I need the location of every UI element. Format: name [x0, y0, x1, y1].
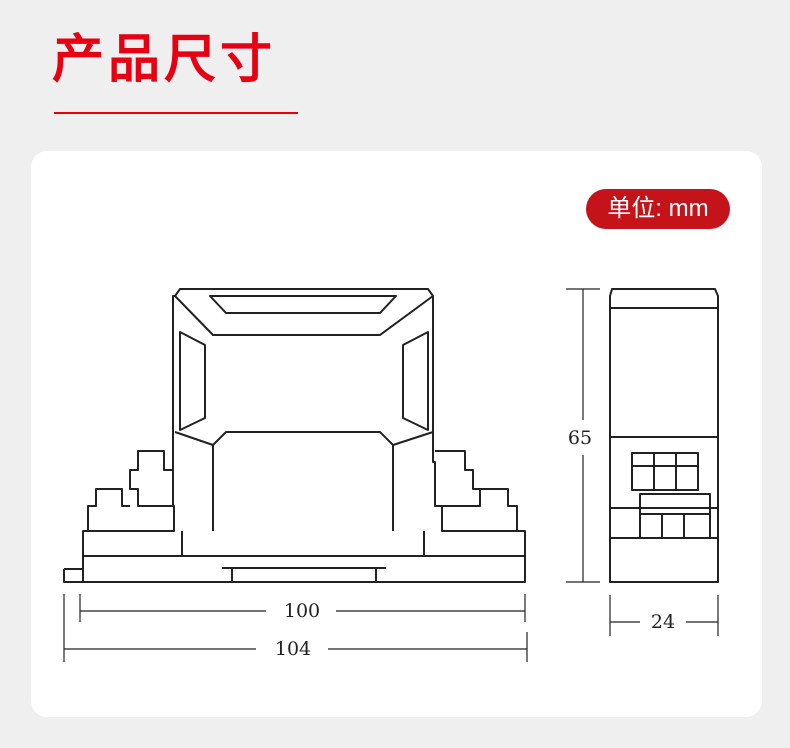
front-right-window [402, 331, 429, 431]
drawing-card [31, 151, 762, 717]
front-din-clip [222, 567, 386, 582]
front-left-terminal [129, 450, 174, 507]
side-upper-terminal [631, 452, 699, 491]
dim-65-label: 65 [568, 427, 592, 449]
side-lower-terminal [639, 493, 711, 539]
side-base-line [610, 507, 718, 539]
front-left-foot [63, 568, 83, 583]
dim-24-label: 24 [651, 611, 675, 633]
side-housing-outline [609, 288, 719, 583]
front-right-terminal [435, 450, 481, 507]
dim-104-extension [63, 594, 528, 662]
front-center-arch [212, 431, 394, 531]
side-view [609, 288, 719, 583]
front-left-lower-facet [174, 431, 214, 446]
front-left-facet [174, 295, 434, 336]
front-view [63, 288, 526, 583]
unit-badge: 单位: mm [586, 189, 730, 229]
front-left-terminal-lower [87, 488, 130, 531]
title-underline [54, 112, 298, 114]
front-top-panel [209, 295, 397, 314]
front-left-window [179, 331, 206, 431]
front-right-terminal-lower [480, 488, 518, 531]
front-right-lower-facet [392, 431, 434, 446]
dim-104-label: 104 [275, 638, 311, 660]
front-base-step [82, 531, 525, 557]
dim-24-extension [609, 595, 719, 636]
dim-100-label: 100 [284, 600, 320, 622]
page-title: 产品尺寸 [52, 30, 277, 90]
front-housing-outline [82, 288, 526, 583]
dimension-lines [63, 288, 719, 662]
dim-100-extension [79, 594, 526, 622]
